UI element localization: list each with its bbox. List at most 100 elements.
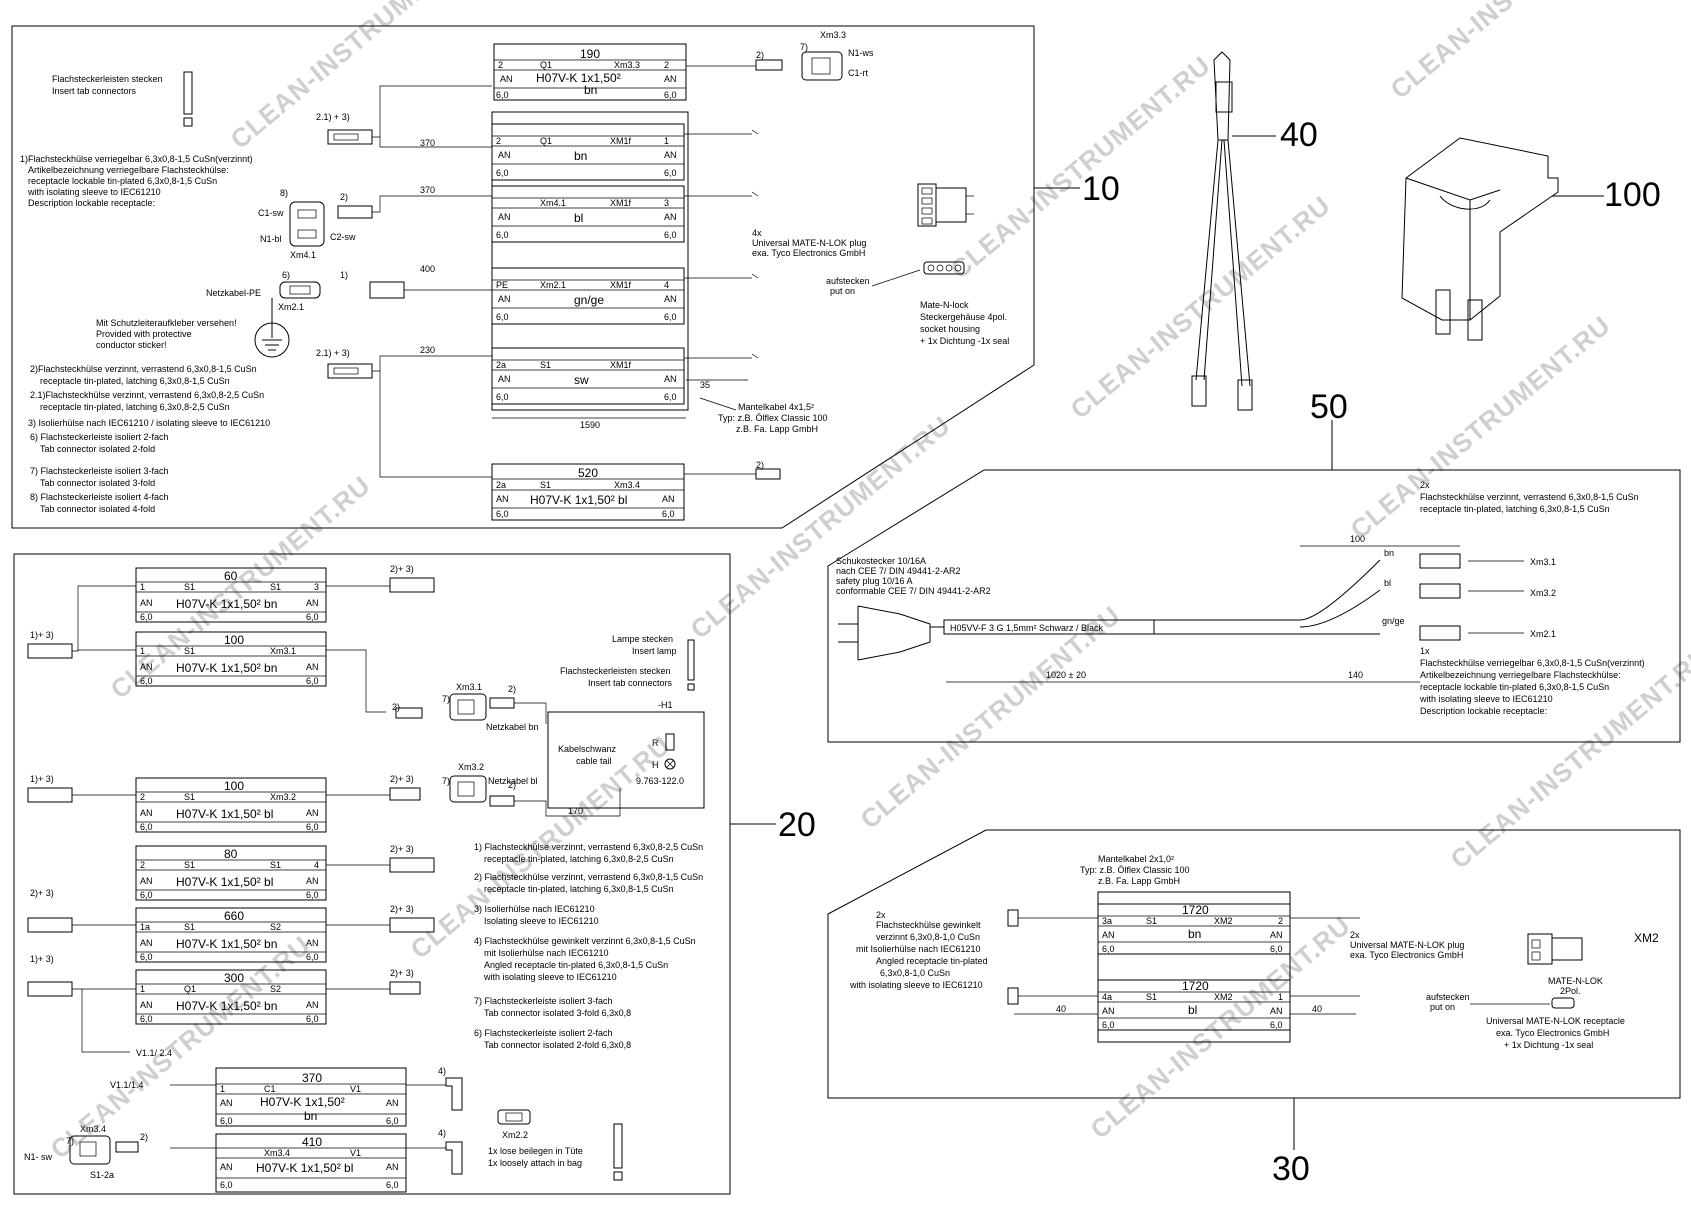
wire-color: bl	[1384, 578, 1391, 588]
label: 7)	[442, 776, 450, 786]
cable-text: H07V-K 1x1,50² bn	[176, 999, 277, 1013]
warning-icon	[613, 1123, 623, 1169]
svg-text:Angled receptacle tin-plated: Angled receptacle tin-plated	[876, 956, 988, 966]
plug-text: nach CEE 7/ DIN 49441-2-AR2	[836, 566, 961, 576]
label-xm33: Xm3.3	[820, 30, 846, 40]
h1-label: -H1	[658, 700, 673, 710]
callout-40: 40	[1280, 116, 1318, 154]
pin: Xm3.3	[614, 60, 640, 70]
note-line: Isolating sleeve to IEC61210	[484, 916, 599, 926]
cable-text: 3	[314, 582, 319, 592]
xm2-label: XM2	[1634, 931, 1659, 945]
panel-30: 30 Mantelkabel 2x1,0² Typ: z.B. Ölflex C…	[827, 829, 1681, 1188]
cable-text: Xm3.2	[270, 792, 296, 802]
cable-spec: H05VV-F 3 G 1,5mm² Schwarz / Black	[950, 623, 1104, 633]
part-number: 9.763-122.0	[636, 776, 684, 786]
core-text: bn	[574, 149, 587, 163]
core-text: 6,0	[496, 392, 509, 402]
label: V1.1/ 2.4	[136, 1048, 172, 1058]
core-text: 6,0	[664, 392, 677, 402]
cable-text: AN	[306, 662, 319, 672]
pin: XM2	[1214, 992, 1233, 1002]
cable-text: 100	[224, 779, 244, 793]
note-line: Tab connector isolated 3-fold 6,3x0,8	[484, 1008, 631, 1018]
connector-xm33: 2) 7) Xm3.3 N1-ws C1-rt	[755, 30, 874, 81]
mate-n-lock-plug: 4x Universal MATE-N-LOK plug exa. Tyco E…	[699, 183, 1009, 434]
cable-text: H07V-K 1x1,50² bn	[176, 661, 277, 675]
label-8: 8)	[280, 188, 288, 198]
core-text: 6,0	[496, 168, 509, 178]
cable-text: S1	[184, 792, 195, 802]
label: 1)+ 3)	[30, 630, 54, 640]
pin: V1	[350, 1148, 361, 1158]
put-on-text: aufstecken	[1426, 992, 1470, 1002]
note-line: Artikelbezeichnung verriegelbare Flachst…	[28, 165, 229, 175]
note-line: Tab connector isolated 4-fold	[40, 504, 155, 514]
cable-length: 520	[578, 466, 598, 480]
mnl-text: MATE-N-LOK	[1548, 976, 1603, 986]
core-text: 4	[664, 280, 669, 290]
svg-text:Flachsteckhülse gewinkelt: Flachsteckhülse gewinkelt	[876, 920, 981, 930]
core-text: AN	[664, 212, 677, 222]
cable-text: AN	[140, 808, 153, 818]
dim: 35	[700, 380, 710, 390]
resistor-icon	[665, 733, 675, 751]
pin: XM2	[1214, 916, 1233, 926]
cable-text: 300	[224, 971, 244, 985]
recept-text: exa. Tyco Electronics GmbH	[1496, 1028, 1609, 1038]
cable-text: 80	[224, 847, 238, 861]
lamp-text: Insert tab connectors	[588, 678, 673, 688]
cable-length: 1720	[1182, 903, 1209, 917]
note-line: 2)Flachsteckhülse verzinnt, verrastend 6…	[30, 364, 257, 374]
cable-text: AN	[140, 1000, 153, 1010]
note-line: 4) Flachsteckhülse gewinkelt verzinnt 6,…	[474, 936, 696, 946]
pin: Q1	[540, 60, 552, 70]
label-c2sw: C2-sw	[330, 232, 356, 242]
cable-color: bn	[304, 1109, 317, 1123]
label: 2)+ 3)	[390, 904, 414, 914]
cable-text: AN	[140, 662, 153, 672]
pin: S1	[1146, 916, 1157, 926]
label: 4)	[438, 1128, 446, 1138]
note-line: Tab connector isolated 2-fold 6,3x0,8	[484, 1040, 631, 1050]
dim: 1590	[580, 420, 600, 430]
core-text: AN	[498, 150, 511, 160]
label: 2)+ 3)	[390, 968, 414, 978]
label: 1)+ 3)	[30, 954, 54, 964]
note-line: Artikelbezeichnung verriegelbare Flachst…	[1420, 670, 1621, 680]
len: 6,0	[664, 90, 677, 100]
housing-text: Steckergehäuse 4pol.	[920, 312, 1007, 322]
core-text: XM1f	[610, 136, 632, 146]
pin: 1	[1278, 992, 1283, 1002]
plug-text: exa. Tyco Electronics GmbH	[752, 248, 865, 258]
cable-text: 6,0	[140, 676, 153, 686]
cable-1720-bl: 1720 4a S1 XM2 1 AN AN bl 6,0 6,0	[1097, 979, 1291, 1031]
cable-text: 6,0	[306, 952, 319, 962]
core-text: 6,0	[664, 168, 677, 178]
label: S1-2a	[90, 1170, 114, 1180]
housing-text: + 1x Dichtung -1x seal	[920, 336, 1009, 346]
cable-box	[135, 969, 327, 1025]
an: AN	[664, 74, 677, 84]
pin: 2a	[496, 480, 506, 490]
pe-note: Mit Schutzleiteraufkleber versehen!	[96, 318, 237, 328]
cable-text: S2	[270, 984, 281, 994]
cable-box	[135, 777, 327, 833]
cable-text: 60	[224, 569, 238, 583]
svg-text:verzinnt 6,3x0,8-1,0 CuSn: verzinnt 6,3x0,8-1,0 CuSn	[876, 932, 980, 942]
cable-spec: H07V-K 1x1,50²	[260, 1095, 345, 1109]
an: AN	[386, 1098, 399, 1108]
cable-text: 6,0	[306, 822, 319, 832]
label-n1ws: N1-ws	[848, 48, 874, 58]
housing-text: socket housing	[920, 324, 980, 334]
cable-spec: H07V-K 1x1,50² bl	[530, 493, 627, 507]
mantel-text: Mantelkabel 4x1,5²	[738, 402, 814, 412]
callout-100: 100	[1604, 176, 1661, 214]
note-line: Tab connector isolated 2-fold	[40, 444, 155, 454]
pin: Xm3.4	[264, 1148, 290, 1158]
len: 6,0	[1270, 1020, 1283, 1030]
pin: S1	[540, 480, 551, 490]
pin: 2	[1278, 916, 1283, 926]
core-text: sw	[574, 373, 589, 387]
cable-text: 1a	[140, 922, 150, 932]
